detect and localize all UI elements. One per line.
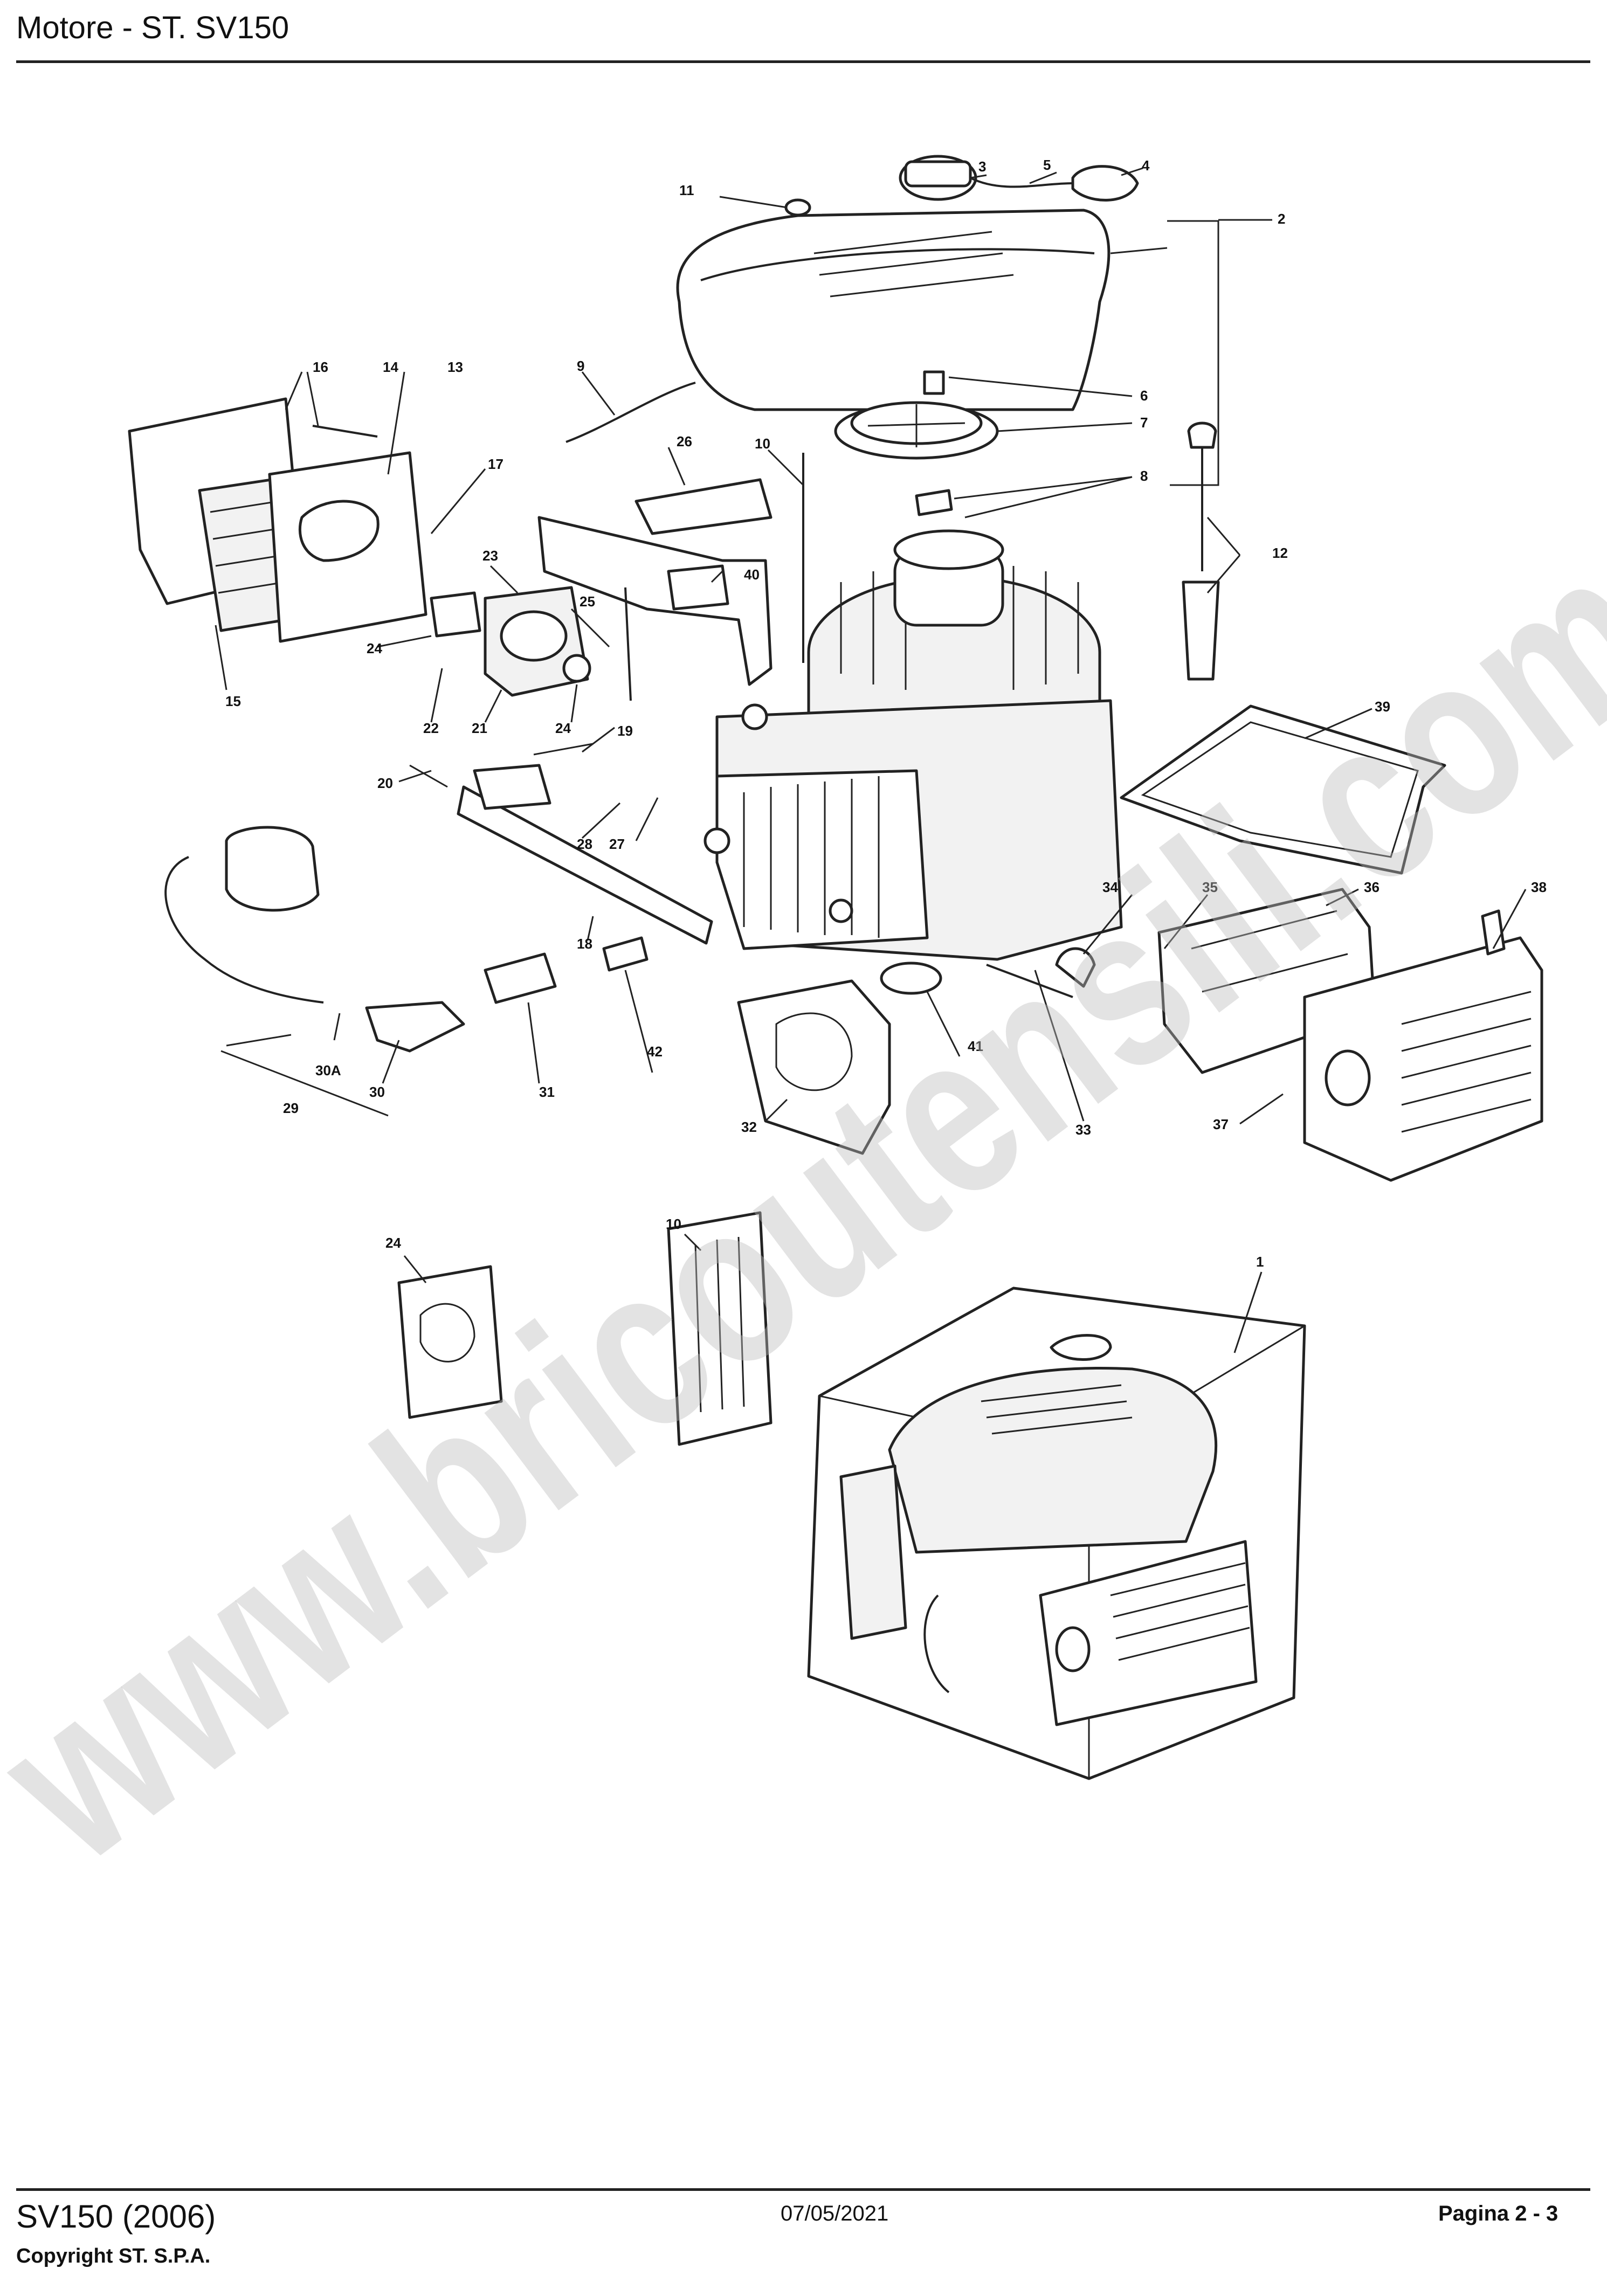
callout-12: 12 bbox=[1272, 545, 1288, 561]
callout-9: 9 bbox=[577, 358, 584, 374]
carburetor bbox=[430, 586, 591, 697]
callout-7: 7 bbox=[1140, 414, 1148, 431]
callout-26: 26 bbox=[677, 433, 692, 449]
callout-28: 28 bbox=[577, 836, 592, 852]
callout-10a: 10 bbox=[755, 435, 770, 452]
footer-copyright: Copyright ST. S.P.A. bbox=[16, 2245, 211, 2267]
callout-14: 14 bbox=[383, 359, 398, 375]
header-rule bbox=[16, 60, 1590, 63]
callout-23: 23 bbox=[482, 548, 498, 564]
callout-31: 31 bbox=[539, 1084, 555, 1100]
callout-30A: 30A bbox=[315, 1062, 341, 1078]
engine-block bbox=[704, 529, 1123, 961]
engine-shroud bbox=[676, 155, 1139, 411]
callout-32: 32 bbox=[741, 1119, 757, 1135]
callout-6: 6 bbox=[1140, 388, 1148, 404]
fuel-line bbox=[565, 382, 696, 443]
complete-engine bbox=[807, 1287, 1306, 1780]
page-title: Motore - ST. SV150 bbox=[16, 10, 289, 45]
spark-plug-boot bbox=[365, 1001, 465, 1053]
bracket-40 bbox=[667, 564, 729, 611]
oil-seal bbox=[880, 962, 942, 995]
callout-18: 18 bbox=[577, 936, 592, 952]
callout-20: 20 bbox=[377, 775, 393, 791]
callout-24a: 24 bbox=[367, 640, 382, 656]
callout-11: 11 bbox=[679, 182, 694, 198]
callout-21: 21 bbox=[472, 720, 487, 736]
callout-35: 35 bbox=[1202, 879, 1218, 895]
callout-2: 2 bbox=[1278, 211, 1285, 227]
callout-39: 39 bbox=[1375, 699, 1390, 715]
callout-17: 17 bbox=[488, 456, 504, 472]
footer-rule bbox=[16, 2188, 1590, 2191]
gasket-kit bbox=[397, 1265, 503, 1419]
governor-plate bbox=[457, 785, 713, 945]
footer-date: 07/05/2021 bbox=[781, 2202, 889, 2225]
air-filter bbox=[128, 397, 427, 643]
callout-25: 25 bbox=[580, 593, 595, 610]
callout-8: 8 bbox=[1140, 468, 1148, 484]
callouts: 1 2 3 4 5 6 7 8 9 10 11 12 13 14 15 16 1… bbox=[225, 157, 1547, 1270]
recoil-starter bbox=[834, 370, 999, 516]
callout-34: 34 bbox=[1102, 879, 1118, 895]
callout-40: 40 bbox=[744, 566, 760, 583]
callout-24b: 24 bbox=[555, 720, 571, 736]
callout-42: 42 bbox=[647, 1043, 663, 1060]
callout-41: 41 bbox=[968, 1038, 983, 1054]
callout-5: 5 bbox=[1043, 157, 1051, 173]
callout-36: 36 bbox=[1364, 879, 1380, 895]
callout-15: 15 bbox=[225, 693, 241, 709]
bracket-26 bbox=[634, 478, 773, 535]
ignition-coil bbox=[164, 826, 324, 1004]
callout-27: 27 bbox=[609, 836, 625, 852]
callout-3: 3 bbox=[978, 158, 986, 175]
muffler-gasket bbox=[1055, 947, 1096, 988]
callout-24c: 24 bbox=[385, 1235, 401, 1251]
callout-38: 38 bbox=[1531, 879, 1547, 895]
callout-1: 1 bbox=[1256, 1254, 1264, 1270]
callout-30: 30 bbox=[369, 1084, 385, 1100]
callout-22: 22 bbox=[423, 720, 439, 736]
callout-37: 37 bbox=[1213, 1116, 1229, 1132]
muffler-guard bbox=[1303, 909, 1543, 1182]
callout-13: 13 bbox=[447, 359, 463, 375]
control-lever bbox=[537, 516, 773, 686]
callout-10b: 10 bbox=[666, 1216, 681, 1232]
bolt-42 bbox=[602, 936, 649, 972]
callout-19: 19 bbox=[617, 723, 633, 739]
callout-4: 4 bbox=[1142, 157, 1150, 174]
callout-29: 29 bbox=[283, 1100, 299, 1116]
footer-model: SV150 (2006) bbox=[16, 2198, 216, 2235]
crankcase-gasket bbox=[1120, 704, 1446, 875]
callout-33: 33 bbox=[1075, 1122, 1091, 1138]
footer-page: Pagina 2 - 3 bbox=[1438, 2202, 1558, 2225]
dipstick bbox=[1182, 421, 1220, 681]
leader-lines bbox=[215, 167, 1527, 1353]
callout-16: 16 bbox=[313, 359, 328, 375]
spark-plug bbox=[484, 952, 557, 1004]
